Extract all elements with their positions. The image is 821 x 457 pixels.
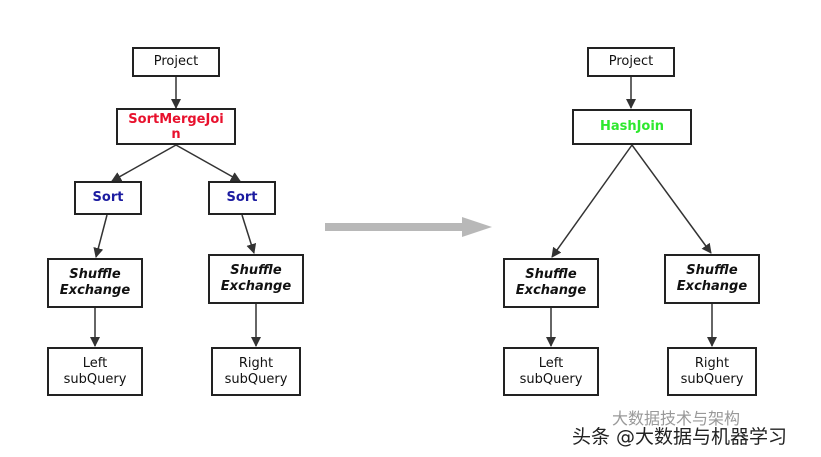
hashjoin-right-subquery-line2: subQuery <box>680 371 744 387</box>
sortmergejoin-node: SortMergeJoin <box>116 108 236 145</box>
right-shuffle-label: Shuffle <box>230 263 282 278</box>
right-project-node: Project <box>587 47 675 77</box>
right-sort-label: Sort <box>226 190 258 205</box>
left-sort-node: Sort <box>74 181 142 215</box>
right-sort-node: Sort <box>208 181 276 215</box>
watermark-ghost-text: 大数据技术与架构 <box>612 405 740 429</box>
watermark-main-label: 头条 @大数据与机器学习 <box>572 426 788 448</box>
right-project-label: Project <box>608 54 654 69</box>
hashjoin-node: HashJoin <box>572 109 692 145</box>
left-sort-label: Sort <box>92 190 124 205</box>
hashjoin-right-shuffle-label: Shuffle <box>686 263 738 278</box>
left-shuffle-exchange-node: Shuffle Exchange <box>47 258 143 308</box>
watermark-main-text: 头条 @大数据与机器学习 <box>572 422 787 449</box>
right-subquery-line2: subQuery <box>224 371 288 387</box>
edge-left-sort-to-shuffle <box>93 214 108 258</box>
left-project-label: Project <box>153 54 199 69</box>
hashjoin-left-exchange-label: Exchange <box>515 283 587 298</box>
hashjoin-left-shuffle-exchange-node: Shuffle Exchange <box>503 258 599 308</box>
right-shuffle-exchange-node: Shuffle Exchange <box>208 254 304 304</box>
transform-arrow <box>325 217 492 237</box>
right-subquery-line1: Right <box>238 355 274 371</box>
hashjoin-right-shuffle-exchange-node: Shuffle Exchange <box>664 254 760 304</box>
edge-hashjoin-to-right-shuffle <box>631 144 712 254</box>
left-subquery-line1: Left <box>82 355 108 371</box>
edge-sortmergejoin-to-left-sort <box>111 144 177 182</box>
edge-sortmergejoin-to-right-sort <box>175 144 241 182</box>
left-exchange-label: Exchange <box>59 283 131 298</box>
hashjoin-left-subquery-node: Left subQuery <box>503 347 599 396</box>
hashjoin-right-subquery-node: Right subQuery <box>667 347 757 396</box>
left-shuffle-label: Shuffle <box>69 267 121 282</box>
left-subquery-line2: subQuery <box>63 371 127 387</box>
watermark-ghost-label: 大数据技术与架构 <box>612 409 741 428</box>
hashjoin-right-exchange-label: Exchange <box>676 279 748 294</box>
right-subquery-node: Right subQuery <box>211 347 301 396</box>
edge-right-sort-to-shuffle <box>241 214 257 254</box>
right-exchange-label: Exchange <box>220 279 292 294</box>
hashjoin-left-subquery-line1: Left <box>538 355 564 371</box>
left-subquery-node: Left subQuery <box>47 347 143 396</box>
hashjoin-left-shuffle-label: Shuffle <box>525 267 577 282</box>
hashjoin-left-subquery-line2: subQuery <box>519 371 583 387</box>
hashjoin-right-subquery-line1: Right <box>694 355 730 371</box>
hashjoin-label: HashJoin <box>599 119 665 134</box>
sortmergejoin-label: SortMergeJoin <box>128 111 224 142</box>
left-project-node: Project <box>132 47 220 77</box>
edge-hashjoin-to-left-shuffle <box>551 144 633 258</box>
